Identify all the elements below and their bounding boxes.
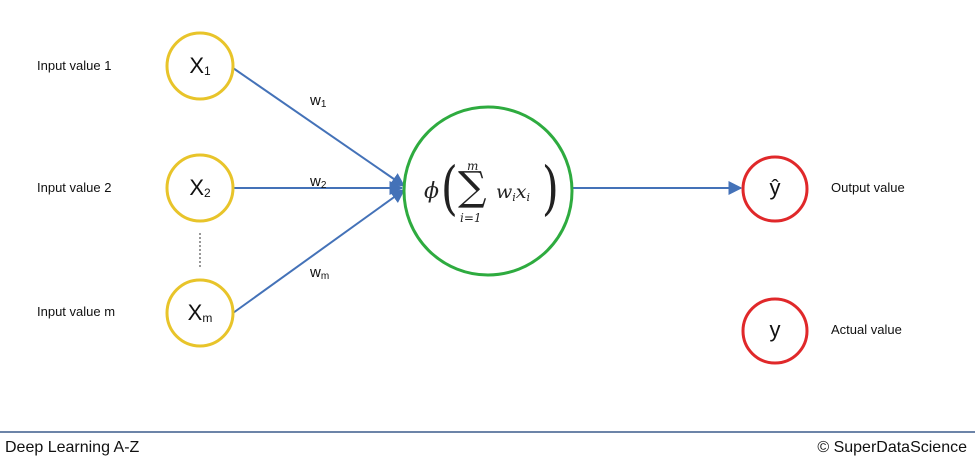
input-node-m-symbol: Xm bbox=[168, 300, 232, 325]
sum-lower-limit-var: i bbox=[460, 211, 464, 225]
sum-lower-limit-rest: =1 bbox=[463, 211, 482, 225]
input-node-m bbox=[165, 278, 235, 348]
connection-xm-to-neuron bbox=[232, 189, 406, 314]
term-input-subscript: i bbox=[526, 191, 531, 204]
output-node-predicted bbox=[741, 155, 809, 223]
output-actual-symbol: y bbox=[769, 317, 781, 342]
input-label-2: Input value 2 bbox=[37, 180, 112, 195]
input-node-1-subscript: 1 bbox=[204, 64, 211, 78]
weight-label-1: w1 bbox=[310, 93, 326, 110]
summation-symbol: ∑ bbox=[458, 164, 487, 210]
footer-course-title: Deep Learning A-Z bbox=[5, 439, 140, 456]
term-weight: w bbox=[496, 181, 513, 203]
weight-1-base: w bbox=[310, 92, 321, 109]
term-weight-subscript: i bbox=[512, 191, 516, 204]
footer-copyright: © SuperDataScience bbox=[817, 439, 967, 456]
term-input: x bbox=[515, 181, 527, 203]
neuron-node bbox=[402, 105, 574, 277]
weight-m-base: w bbox=[310, 264, 321, 281]
input-node-2-subscript: 2 bbox=[204, 186, 211, 200]
weight-m-subscript: m bbox=[320, 271, 330, 282]
input-node-1-symbol: X1 bbox=[168, 53, 232, 78]
activation-function-symbol: ϕ bbox=[424, 179, 439, 204]
sum-upper-limit: m bbox=[467, 159, 479, 173]
weight-label-2: w2 bbox=[310, 174, 326, 191]
input-node-2-symbol: X2 bbox=[168, 175, 232, 200]
output-predicted-symbol: ŷ bbox=[769, 175, 781, 200]
weight-label-m: wm bbox=[310, 265, 329, 282]
weighted-input-term: wixi bbox=[496, 181, 530, 204]
input-label-m: Input value m bbox=[37, 304, 116, 319]
weight-2-base: w bbox=[310, 173, 321, 190]
activation-formula: ϕ ( m ∑ i=1 wixi ) bbox=[406, 143, 570, 241]
weight-2-subscript: 2 bbox=[320, 180, 327, 191]
output-actual-label: Actual value bbox=[831, 322, 902, 337]
input-node-2 bbox=[165, 153, 235, 223]
output-predicted-label: Output value bbox=[831, 180, 905, 195]
input-node-m-subscript: m bbox=[202, 311, 213, 325]
sum-lower-limit: i=1 bbox=[460, 211, 482, 225]
input-node-1-base: X bbox=[189, 53, 204, 78]
weight-1-subscript: 1 bbox=[320, 99, 327, 110]
input-node-2-base: X bbox=[189, 175, 204, 200]
formula-right-paren: ) bbox=[541, 154, 559, 222]
input-node-1 bbox=[165, 31, 235, 101]
output-node-actual bbox=[741, 297, 809, 365]
input-node-m-base: X bbox=[187, 300, 203, 325]
formula-left-paren: ( bbox=[440, 154, 458, 222]
connection-x1-to-neuron bbox=[232, 67, 406, 187]
input-label-1: Input value 1 bbox=[37, 58, 112, 73]
